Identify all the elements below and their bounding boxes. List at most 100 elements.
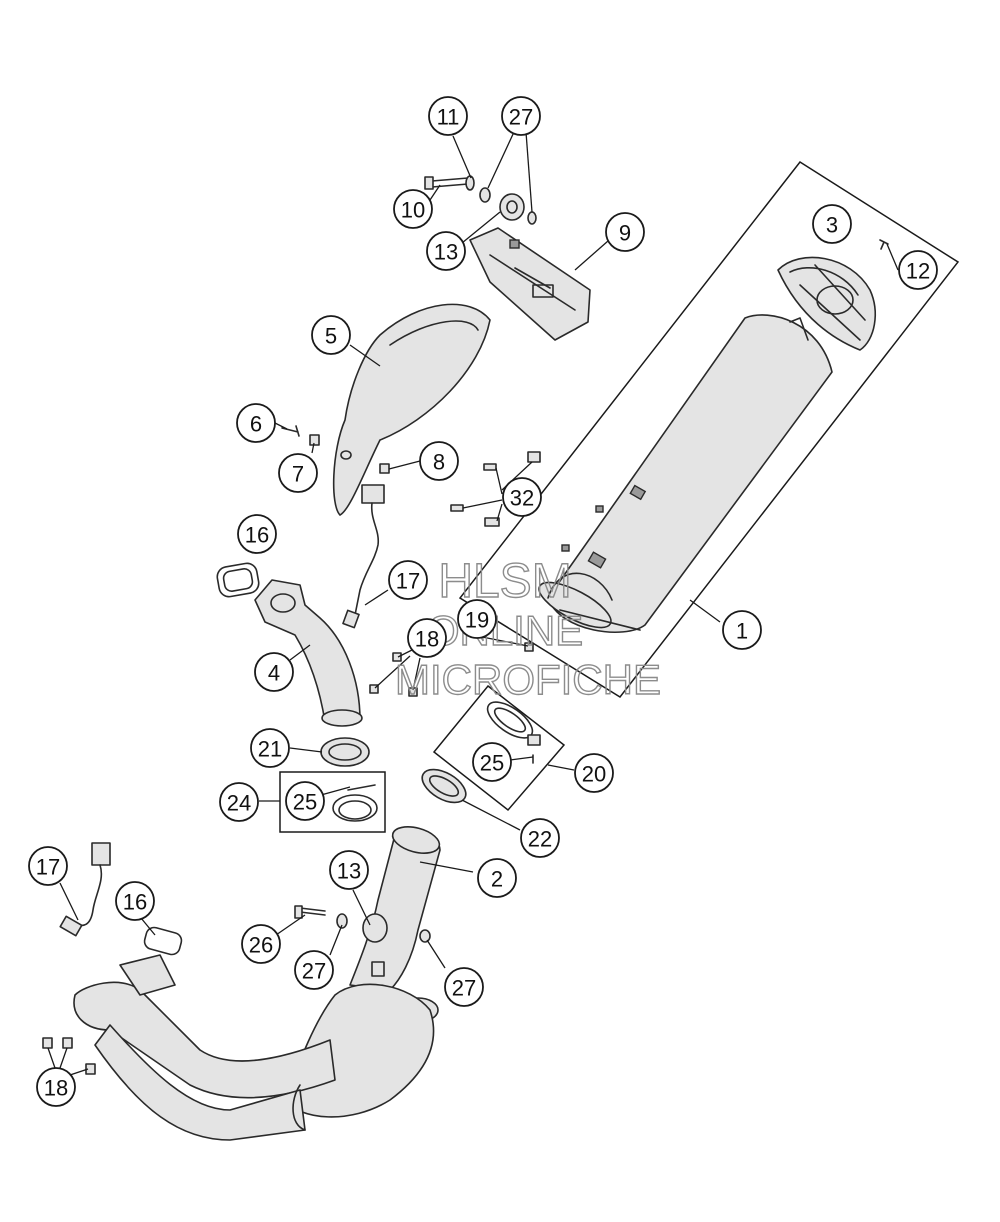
callout-circle: [722, 610, 762, 650]
callout-6: 6: [236, 403, 276, 443]
callout-circle: [115, 881, 155, 921]
callout-label: 12: [906, 259, 930, 284]
callout-label: 32: [510, 486, 534, 511]
callout-9: 9: [605, 212, 645, 252]
callout-circle: [444, 967, 484, 1007]
callout-label: 6: [250, 412, 262, 437]
callout-label: 7: [292, 462, 304, 487]
nuts-18-lower: [42, 1037, 96, 1075]
oxygen-sensor-lower: [59, 842, 111, 937]
callout-22: 22: [520, 818, 560, 858]
nut-7: [309, 434, 320, 446]
header-pipe-upper: [254, 579, 363, 727]
callout-8: 8: [419, 441, 459, 481]
callout-circle: [250, 728, 290, 768]
callout-label: 3: [826, 213, 838, 238]
callout-circle: [329, 850, 369, 890]
callout-circle: [457, 599, 497, 639]
seal-ring-21: [320, 737, 370, 767]
clips-32: [450, 451, 541, 527]
callout-circle: [241, 924, 281, 964]
callout-label: 18: [44, 1076, 68, 1101]
callout-label: 16: [123, 890, 147, 915]
callout-circle: [285, 781, 325, 821]
callout-4: 4: [254, 652, 294, 692]
callout-17: 17: [28, 846, 68, 886]
muffler-group-frame: [458, 161, 960, 698]
gasket-upper: [216, 562, 260, 598]
callout-circle: [254, 652, 294, 692]
callout-circle: [294, 950, 334, 990]
callout-label: 19: [465, 608, 489, 633]
callout-17: 17: [388, 560, 428, 600]
clamp-group-frame-20: [432, 684, 566, 812]
callout-16: 16: [237, 514, 277, 554]
callout-label: 10: [401, 198, 425, 223]
callout-circle: [219, 782, 259, 822]
muffler-end-cap: [777, 256, 876, 351]
callout-18: 18: [407, 618, 447, 658]
callout-label: 26: [249, 933, 273, 958]
callout-20: 20: [574, 753, 614, 793]
clamp-24: [332, 784, 378, 822]
callout-circle: [472, 742, 512, 782]
callout-3: 3: [812, 204, 852, 244]
callout-21: 21: [250, 728, 290, 768]
callout-label: 4: [268, 661, 280, 686]
callout-27: 27: [444, 967, 484, 1007]
callout-25: 25: [285, 781, 325, 821]
callout-19: 19: [457, 599, 497, 639]
callout-25: 25: [472, 742, 512, 782]
callout-label: 8: [433, 450, 445, 475]
callout-circle: [419, 441, 459, 481]
callout-label: 2: [491, 867, 503, 892]
callout-32: 32: [502, 477, 542, 517]
clip-8: [379, 463, 390, 474]
callout-label: 27: [302, 959, 326, 984]
clamp-group-frame-24: [279, 771, 386, 833]
callout-circle: [574, 753, 614, 793]
seal-ring-22: [421, 768, 467, 804]
gasket-lower: [143, 926, 183, 956]
callout-26: 26: [241, 924, 281, 964]
callout-circle: [278, 453, 318, 493]
callout-24: 24: [219, 782, 259, 822]
callout-13: 13: [426, 231, 466, 271]
screw-12: [879, 239, 889, 250]
callout-circle: [502, 477, 542, 517]
callout-2: 2: [477, 858, 517, 898]
watermark-line3: MICROFICHE: [395, 656, 661, 703]
callout-10: 10: [393, 189, 433, 229]
header-collector: [73, 826, 441, 1141]
callout-circle: [426, 231, 466, 271]
leader-lines: [47, 131, 899, 1076]
callout-27: 27: [294, 950, 334, 990]
screw-6: [281, 425, 300, 437]
callout-label: 11: [437, 105, 460, 130]
callout-circle: [812, 204, 852, 244]
callout-label: 18: [415, 627, 439, 652]
callout-label: 27: [452, 976, 476, 1001]
callout-label: 27: [509, 105, 533, 130]
callout-circle: [388, 560, 428, 600]
callout-circle: [501, 96, 541, 136]
watermark-line2: ONLINE: [427, 607, 583, 654]
callout-18: 18: [36, 1067, 76, 1107]
callout-label: 21: [258, 737, 282, 762]
callout-label: 9: [619, 221, 631, 246]
callout-label: 17: [36, 855, 60, 880]
callout-12: 12: [898, 250, 938, 290]
callout-circle: [28, 846, 68, 886]
callout-circle: [477, 858, 517, 898]
oxygen-sensor-upper: [342, 484, 385, 629]
callout-7: 7: [278, 453, 318, 493]
callout-label: 25: [480, 751, 504, 776]
callout-label: 13: [337, 859, 361, 884]
callout-circle: [407, 618, 447, 658]
callout-label: 1: [736, 619, 748, 644]
mount-hardware-bottom: [294, 905, 431, 943]
callout-circle: [236, 403, 276, 443]
callout-5: 5: [311, 315, 351, 355]
callout-circle: [237, 514, 277, 554]
